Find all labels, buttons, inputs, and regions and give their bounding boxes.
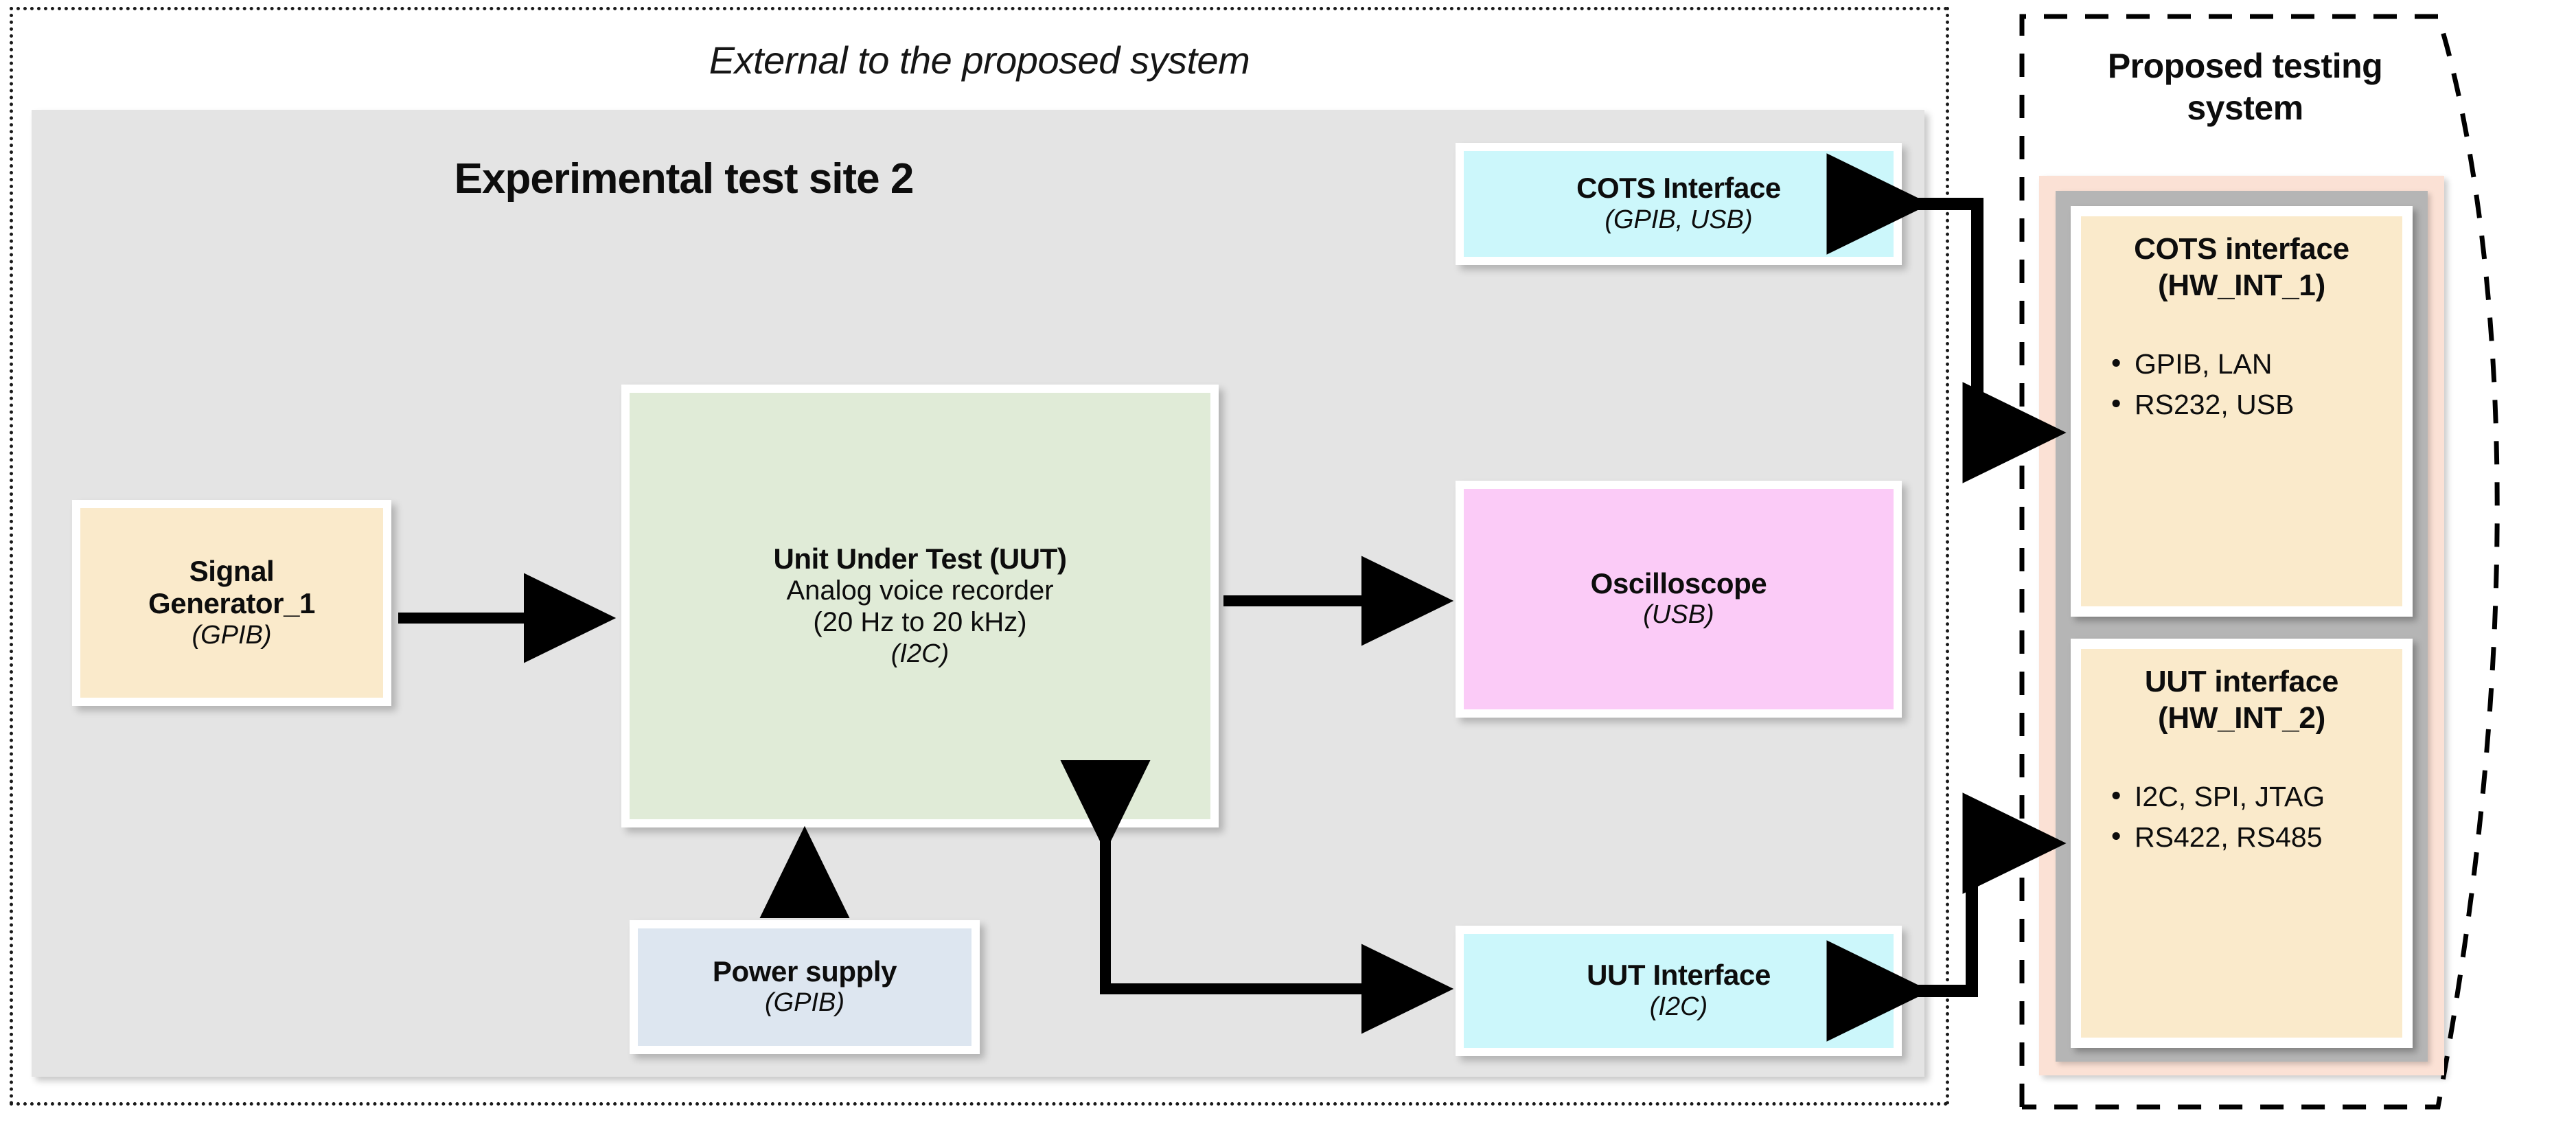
hw-int-1-title: COTS interface (HW_INT_1)	[2081, 231, 2402, 304]
hw-int-2-bullet-1: RS422, RS485	[2111, 816, 2402, 858]
proposed-title-line2: system	[2187, 89, 2303, 127]
uut-interface-protocol: (I2C)	[890, 639, 950, 668]
power-supply-title: Power supply	[712, 955, 897, 987]
hw-int-2-title: UUT interface (HW_INT_2)	[2081, 664, 2402, 737]
hw-int-1-bullet-list: GPIB, LAN RS232, USB	[2081, 343, 2402, 426]
hw-int-2-bullet-0: I2C, SPI, JTAG	[2111, 775, 2402, 817]
oscilloscope-protocol: (USB)	[1643, 600, 1714, 630]
hw-int-1-card[interactable]: COTS interface (HW_INT_1) GPIB, LAN RS23…	[2071, 206, 2413, 617]
proposed-title-line1: Proposed testing	[2107, 47, 2383, 85]
hw-int-1-bullet-0: GPIB, LAN	[2111, 343, 2402, 385]
uut-desc-line1: Analog voice recorder	[786, 575, 1054, 606]
hw-int-1-title-line1: COTS interface	[2134, 232, 2349, 266]
external-system-title: External to the proposed system	[709, 38, 1250, 82]
cots-interface-box[interactable]: COTS Interface (GPIB, USB)	[1456, 143, 1902, 265]
proposed-system-dashed-outline	[2019, 14, 2500, 1110]
uut-interface-box[interactable]: UUT Interface (I2C)	[1456, 926, 1902, 1056]
hw-int-2-card[interactable]: UUT interface (HW_INT_2) I2C, SPI, JTAG …	[2071, 639, 2413, 1048]
uut-interface-fill: UUT Interface (I2C)	[1464, 934, 1894, 1048]
hw-int-2-bullet-list: I2C, SPI, JTAG RS422, RS485	[2081, 775, 2402, 858]
hw-int-1-bullet-1: RS232, USB	[2111, 383, 2402, 425]
cots-interface-protocol: (GPIB, USB)	[1605, 205, 1753, 234]
proposed-testing-system-panel: Proposed testing system COTS interface (…	[1994, 10, 2571, 1122]
unit-under-test-fill: Unit Under Test (UUT) Analog voice recor…	[630, 393, 1210, 819]
cots-interface-title: COTS Interface	[1576, 172, 1781, 205]
uut-desc-line2: (20 Hz to 20 kHz)	[813, 607, 1027, 638]
hw-int-1-title-line2: (HW_INT_1)	[2158, 268, 2325, 302]
oscilloscope-fill: Oscilloscope (USB)	[1464, 489, 1894, 709]
oscilloscope-title: Oscilloscope	[1590, 567, 1767, 599]
hw-int-2-title-line2: (HW_INT_2)	[2158, 700, 2325, 735]
uut-title: Unit Under Test (UUT)	[773, 542, 1067, 575]
hw-int-2-title-line1: UUT interface	[2144, 665, 2339, 698]
signal-generator-interface: (GPIB)	[192, 620, 272, 650]
proposed-testing-system-title: Proposed testing system	[2032, 45, 2458, 129]
proposed-inner-frame: COTS interface (HW_INT_1) GPIB, LAN RS23…	[2056, 191, 2428, 1062]
proposed-outer-frame: COTS interface (HW_INT_1) GPIB, LAN RS23…	[2039, 176, 2444, 1075]
experimental-test-site-title: Experimental test site 2	[454, 155, 915, 203]
oscilloscope-box[interactable]: Oscilloscope (USB)	[1456, 481, 1902, 718]
signal-generator-fill: Signal Generator_1 (GPIB)	[80, 508, 383, 698]
unit-under-test-box[interactable]: Unit Under Test (UUT) Analog voice recor…	[621, 385, 1219, 827]
hw-int-2-fill: UUT interface (HW_INT_2) I2C, SPI, JTAG …	[2081, 649, 2402, 1038]
power-supply-fill: Power supply (GPIB)	[638, 928, 971, 1046]
power-supply-box[interactable]: Power supply (GPIB)	[630, 920, 980, 1054]
uut-interface-title: UUT Interface	[1587, 959, 1771, 992]
signal-generator-title-line1: Signal	[189, 554, 275, 587]
hw-int-1-fill: COTS interface (HW_INT_1) GPIB, LAN RS23…	[2081, 216, 2402, 606]
signal-generator-box[interactable]: Signal Generator_1 (GPIB)	[72, 500, 391, 706]
uut-interface-protocol: (I2C)	[1649, 992, 1708, 1021]
cots-interface-fill: COTS Interface (GPIB, USB)	[1464, 151, 1894, 257]
signal-generator-title-line2: Generator_1	[148, 587, 316, 620]
power-supply-interface: (GPIB)	[764, 988, 845, 1018]
